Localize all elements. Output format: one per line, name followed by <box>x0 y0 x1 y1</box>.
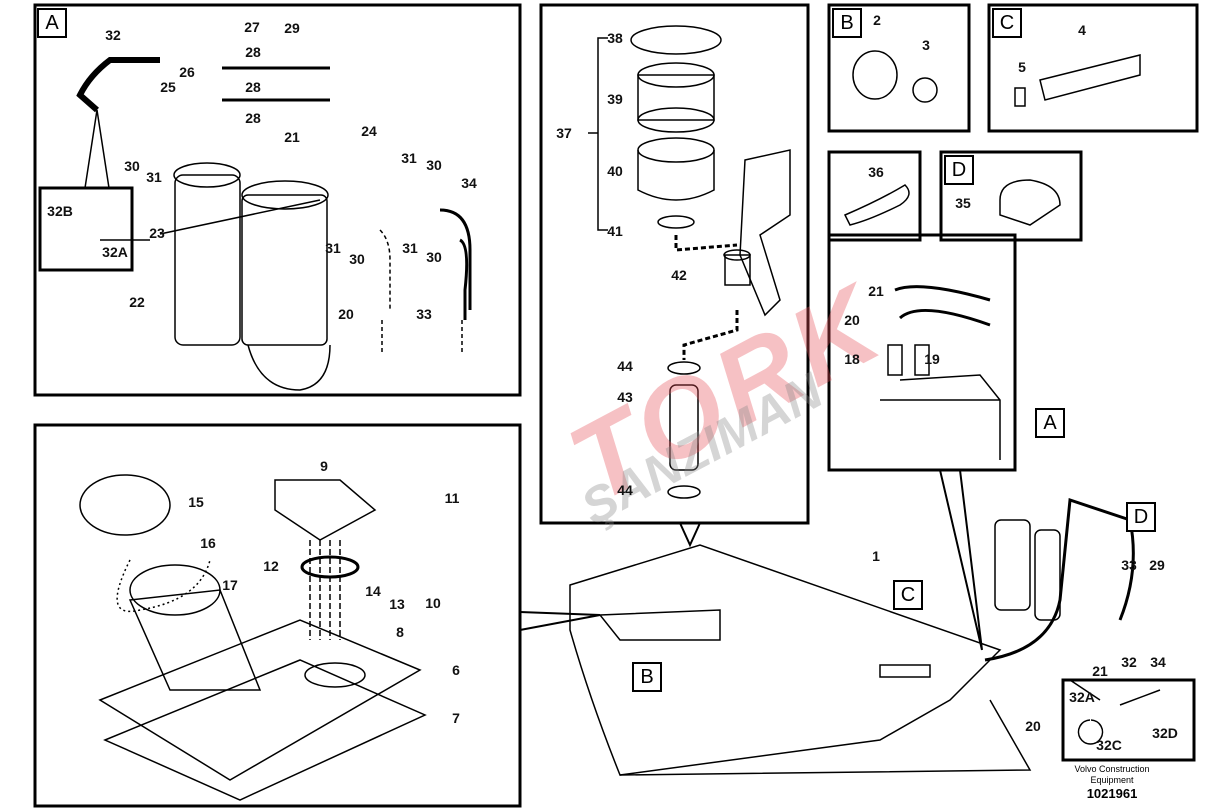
part-label: 8 <box>396 624 404 640</box>
part-label: 7 <box>452 710 460 726</box>
panel-b-key: B <box>832 8 862 38</box>
part-label: 18 <box>844 351 860 367</box>
part-label: 30 <box>426 249 442 265</box>
part-label: 28 <box>245 110 261 126</box>
part-label: 29 <box>284 20 300 36</box>
panel-fittings-frame <box>827 233 1017 472</box>
main-key-b: B <box>632 662 662 692</box>
part-label: 32D <box>1152 725 1178 741</box>
publisher-line-2: Equipment <box>1090 775 1134 785</box>
panel-b-frame <box>827 3 971 133</box>
part-label: 43 <box>617 389 633 405</box>
part-label: 34 <box>1150 654 1166 670</box>
part-label: 31 <box>325 240 341 256</box>
part-label: 25 <box>160 79 176 95</box>
part-label: 14 <box>365 583 381 599</box>
part-label: 2 <box>873 12 881 28</box>
drawing-number: 1021961 <box>1086 786 1138 801</box>
part-label: 28 <box>245 44 261 60</box>
part-label: 38 <box>607 30 623 46</box>
panel-c-frame <box>987 3 1199 133</box>
main-key-c: C <box>893 580 923 610</box>
part-label: 10 <box>425 595 441 611</box>
panel-pump-frame <box>33 423 522 808</box>
part-label: 40 <box>607 163 623 179</box>
part-label: 32A <box>102 244 128 260</box>
part-label: 21 <box>868 283 884 299</box>
part-label: 34 <box>461 175 477 191</box>
part-label: 31 <box>401 150 417 166</box>
part-label: 24 <box>361 123 377 139</box>
panel-a-frame <box>33 3 522 397</box>
part-label: 30 <box>349 251 365 267</box>
part-label: 11 <box>444 490 460 506</box>
part-label: 32 <box>1121 654 1137 670</box>
part-label: 31 <box>402 240 418 256</box>
part-label: 13 <box>389 596 405 612</box>
part-label: 32 <box>105 27 121 43</box>
part-label: 26 <box>179 64 195 80</box>
part-label: 37 <box>556 125 572 141</box>
part-label: 33 <box>416 306 432 322</box>
part-label: 21 <box>284 129 300 145</box>
panel-a-key: A <box>37 8 67 38</box>
part-label: 30 <box>124 158 140 174</box>
part-label: 1 <box>872 548 880 564</box>
panel-filter-frame <box>539 3 810 525</box>
panel-tie-frame <box>827 150 922 242</box>
inset-frame <box>1061 678 1196 762</box>
part-label: 20 <box>1025 718 1041 734</box>
part-label: 32C <box>1096 737 1122 753</box>
part-label: 9 <box>320 458 328 474</box>
part-label: 39 <box>607 91 623 107</box>
part-label: 44 <box>617 358 633 374</box>
part-label: 20 <box>338 306 354 322</box>
part-label: 17 <box>222 577 238 593</box>
part-label: 19 <box>924 351 940 367</box>
part-label: 5 <box>1018 59 1026 75</box>
part-label: 42 <box>671 267 687 283</box>
part-label: 21 <box>1092 663 1108 679</box>
part-label: 22 <box>129 294 145 310</box>
panel-c-key: C <box>992 8 1022 38</box>
part-label: 35 <box>955 195 971 211</box>
part-label: 31 <box>146 169 162 185</box>
part-label: 15 <box>188 494 204 510</box>
main-key-a: A <box>1035 408 1065 438</box>
part-label: 28 <box>245 79 261 95</box>
part-label: 44 <box>617 482 633 498</box>
part-label: 27 <box>244 19 260 35</box>
part-label: 29 <box>1149 557 1165 573</box>
part-label: 20 <box>844 312 860 328</box>
part-label: 6 <box>452 662 460 678</box>
publisher-line-1: Volvo Construction <box>1074 764 1150 774</box>
part-label: 30 <box>426 157 442 173</box>
main-key-d: D <box>1126 502 1156 532</box>
part-label: 4 <box>1078 22 1086 38</box>
part-label: 16 <box>200 535 216 551</box>
panel-d-frame <box>939 150 1083 242</box>
part-label: 23 <box>149 225 165 241</box>
part-label: 32B <box>47 203 73 219</box>
part-label: 12 <box>263 558 279 574</box>
part-label: 33 <box>1121 557 1137 573</box>
part-label: 41 <box>607 223 623 239</box>
publisher-caption: Volvo Construction Equipment <box>1074 764 1149 786</box>
part-label: 32A <box>1069 689 1095 705</box>
part-label: 36 <box>868 164 884 180</box>
panel-d-key: D <box>944 155 974 185</box>
part-label: 3 <box>922 37 930 53</box>
